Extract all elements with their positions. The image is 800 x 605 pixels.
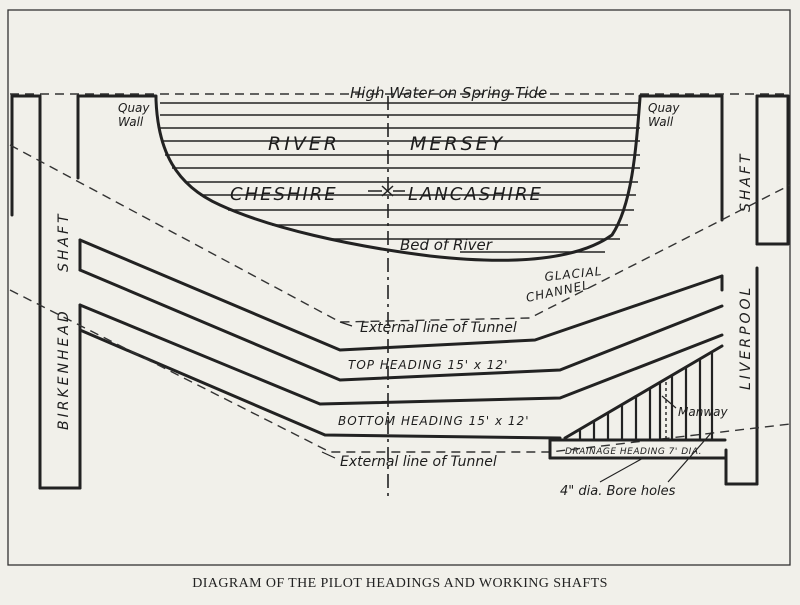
- label-quay-wall-left: Quay: [118, 101, 150, 115]
- water-lines: [160, 102, 640, 253]
- label-river: RIVER: [268, 133, 340, 155]
- river-bed: [76, 94, 724, 262]
- label-drainage-heading: DRAINAGE HEADING 7' DIA.: [565, 447, 702, 457]
- external-line-bottom: [9, 289, 791, 453]
- label-cheshire: CHESHIRE: [230, 184, 338, 205]
- label-quay-wall-right: Quay: [648, 101, 680, 115]
- label-liverpool: LIVERPOOL: [738, 285, 754, 390]
- label-bottom-heading: BOTTOM HEADING 15' x 12': [338, 414, 530, 428]
- label-shaft-left: SHAFT: [56, 211, 72, 272]
- top-heading: [78, 238, 724, 382]
- label-top-heading: TOP HEADING 15' x 12': [348, 358, 508, 372]
- label-lancashire: LANCASHIRE: [408, 184, 543, 205]
- label-glacial: GLACIAL: [544, 264, 603, 284]
- bottom-heading: [78, 303, 724, 440]
- label-bore-holes: 4" dia. Bore holes: [560, 484, 676, 499]
- bore-holes: [578, 353, 714, 440]
- liverpool-shaft: [720, 94, 790, 486]
- label-high-water: High Water on Spring Tide: [350, 84, 547, 102]
- label-birkenhead: BIRKENHEAD: [56, 308, 72, 430]
- diagram-frame: [7, 9, 791, 566]
- label-mersey: MERSEY: [410, 133, 505, 155]
- label-quay-wall-right-2: Wall: [648, 115, 674, 129]
- label-shaft-right: SHAFT: [738, 151, 754, 212]
- label-bed-of-river: Bed of River: [400, 236, 493, 254]
- label-manway: Manway: [678, 405, 728, 419]
- label-external-line-top: External line of Tunnel: [360, 320, 517, 336]
- label-external-line-bottom: External line of Tunnel: [340, 454, 497, 470]
- figure-caption: DIAGRAM OF THE PILOT HEADINGS AND WORKIN…: [192, 576, 608, 591]
- boundary-cross-icon: [368, 185, 405, 197]
- label-quay-wall-left-2: Wall: [118, 115, 144, 129]
- external-line-top: [9, 144, 791, 323]
- leader-lines: [321, 321, 713, 483]
